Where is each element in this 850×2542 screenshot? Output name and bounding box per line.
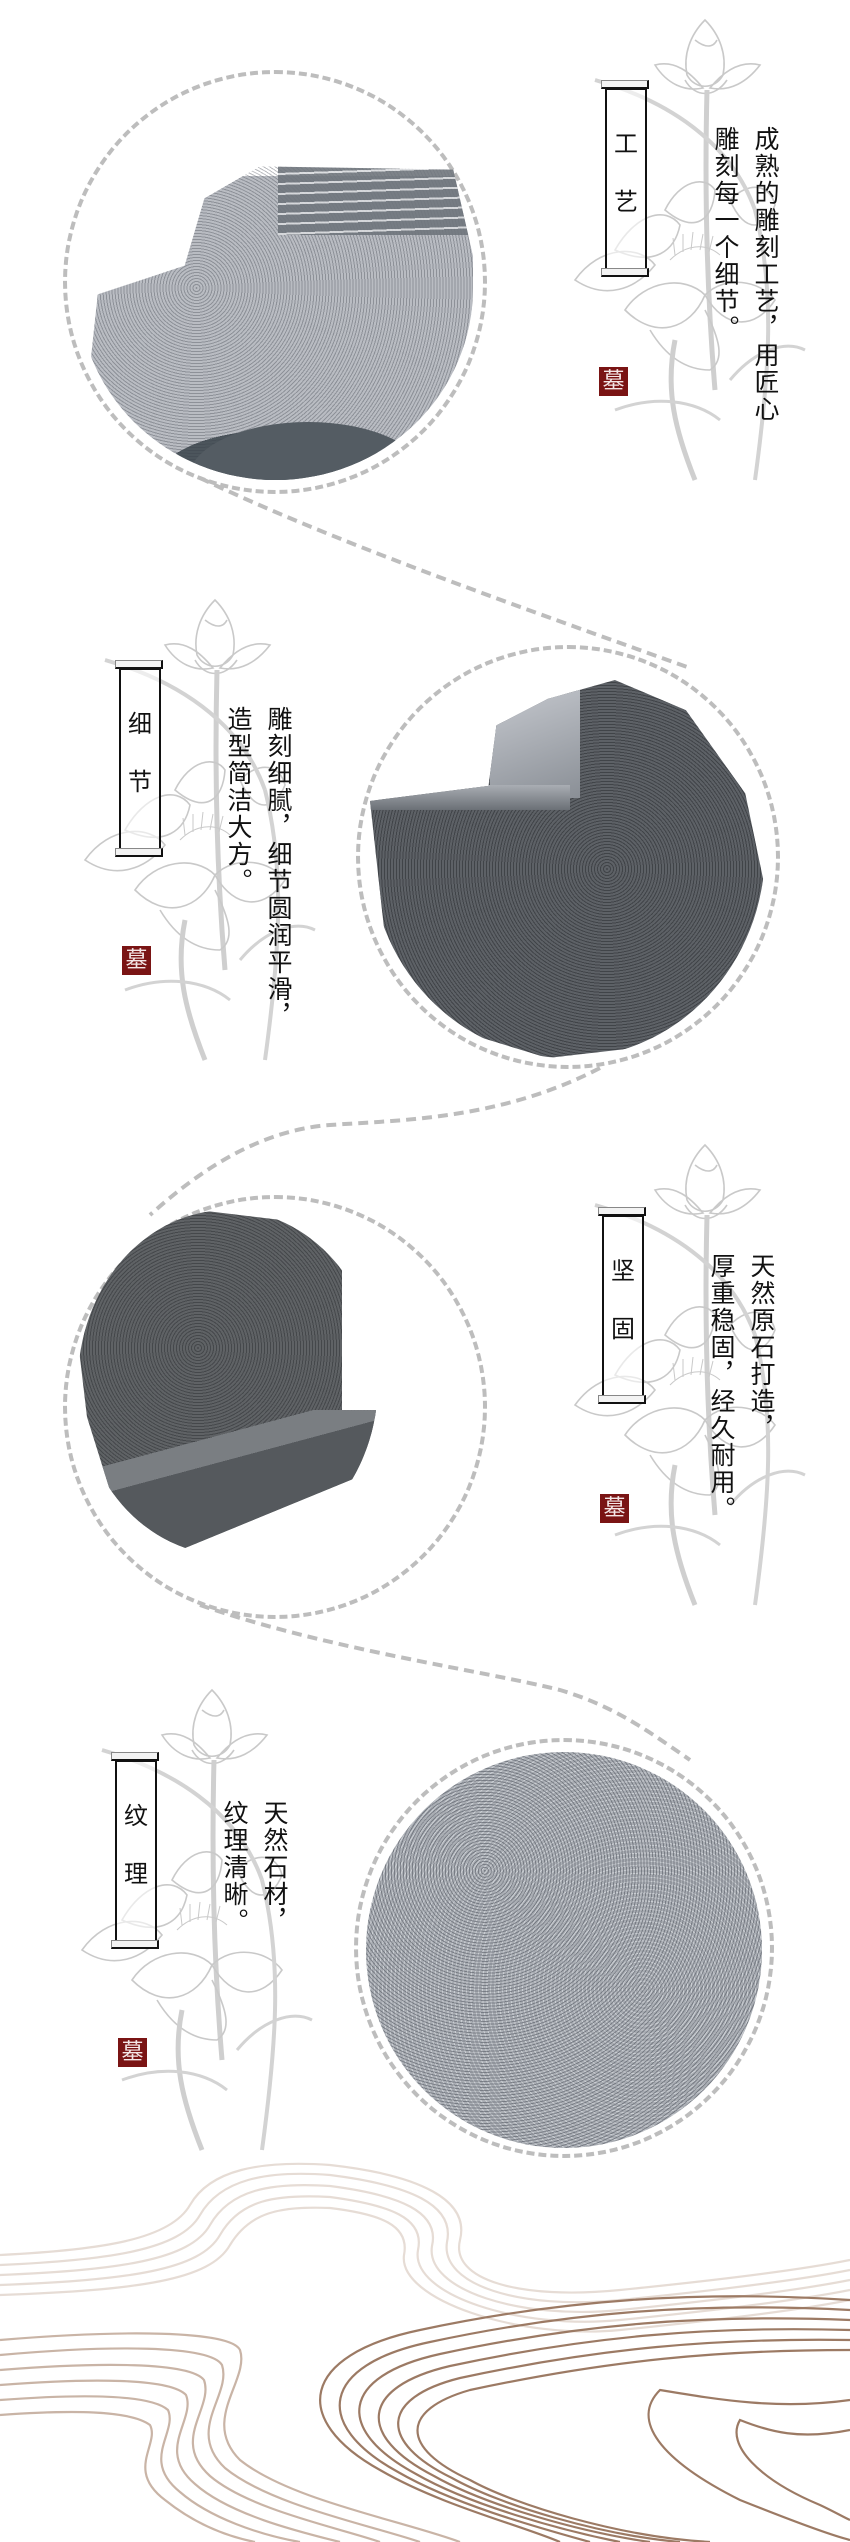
section-title-char: 艺 [614, 188, 638, 216]
section-title-char: 纹 [124, 1802, 148, 1830]
description-line: 成熟的雕刻工艺，用匠心 [751, 126, 780, 423]
section-title-char: 理 [124, 1860, 148, 1888]
section-description: 雕刻细腻，细节圆润平滑， 造型简洁大方。 [218, 706, 298, 1030]
description-line: 雕刻每一个细节。 [711, 126, 740, 342]
section-title-char: 工 [614, 130, 638, 158]
seal-stamp-icon: 墓 [600, 1494, 629, 1523]
section-description: 天然石材， 纹理清晰。 [214, 1800, 294, 1935]
description-line: 天然石材， [260, 1800, 289, 1935]
section-title-scroll: 工 艺 [601, 80, 649, 280]
dashed-ring [356, 645, 780, 1069]
section-description: 成熟的雕刻工艺，用匠心 雕刻每一个细节。 [705, 126, 785, 423]
description-line: 造型简洁大方。 [224, 706, 253, 895]
section-title-scroll: 细 节 [115, 660, 163, 860]
description-line: 天然原石打造， [747, 1253, 776, 1442]
granite-photo-texture [366, 1752, 762, 2148]
dashed-ring [63, 70, 487, 494]
description-line: 雕刻细腻，细节圆润平滑， [264, 706, 293, 1030]
dashed-ring [354, 1738, 774, 2158]
description-line: 纹理清晰。 [220, 1800, 249, 1935]
section-title-scroll: 坚 固 [598, 1207, 646, 1407]
section-title-scroll: 纹 理 [111, 1752, 159, 1952]
description-line: 厚重稳固，经久耐用。 [707, 1253, 736, 1523]
dashed-ring [63, 1195, 487, 1619]
section-title-char: 固 [611, 1315, 635, 1343]
seal-stamp-icon: 墓 [118, 2038, 147, 2067]
section-title-char: 坚 [611, 1257, 635, 1285]
section-title-char: 细 [128, 710, 152, 738]
section-title-char: 节 [128, 768, 152, 796]
seal-stamp-icon: 墓 [122, 946, 151, 975]
section-description: 天然原石打造， 厚重稳固，经久耐用。 [701, 1253, 781, 1523]
seal-stamp-icon: 墓 [599, 367, 628, 396]
